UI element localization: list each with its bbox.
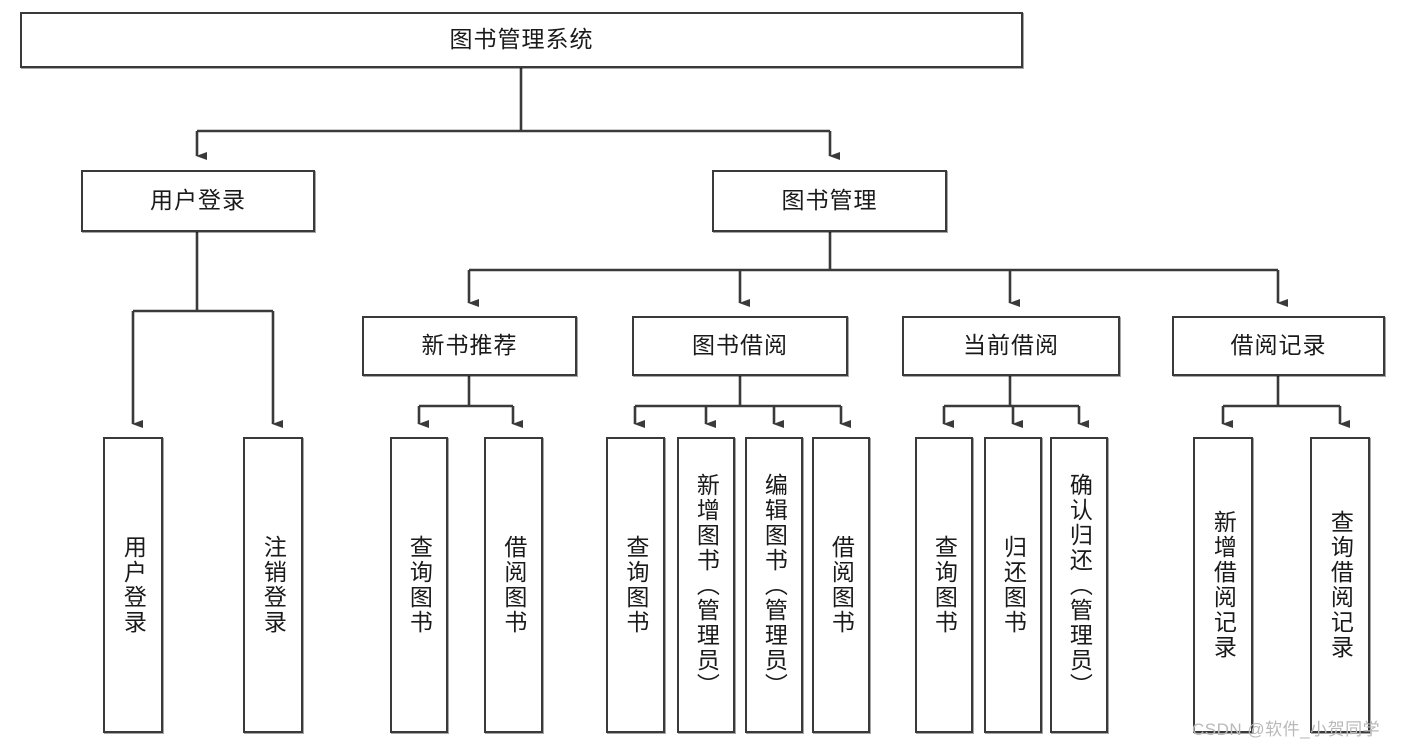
node-new-book-recommend[interactable]: 新书推荐 xyxy=(362,316,577,376)
edges-book-borrow-to-leaves xyxy=(633,376,851,428)
edges-new-book-recommend-to-leaves xyxy=(417,376,523,428)
node-current-borrow-label: 当前借阅 xyxy=(963,332,1059,359)
edges-root-to-level2 xyxy=(195,68,840,160)
node-book-management-label: 图书管理 xyxy=(781,187,878,214)
node-book-borrow-label: 图书借阅 xyxy=(692,332,788,359)
node-leaf-add-book-admin-label: 新增图书（管理员） xyxy=(693,472,720,698)
node-leaf-query-borrow-record[interactable]: 查询借阅记录 xyxy=(1310,437,1370,733)
node-leaf-borrow-book-recommend-label: 借阅图书 xyxy=(500,535,527,635)
node-leaf-logout[interactable]: 注销登录 xyxy=(243,437,303,733)
node-leaf-edit-book-admin[interactable]: 编辑图书（管理员） xyxy=(745,437,803,733)
edges-borrow-record-to-leaves xyxy=(1221,376,1350,428)
node-leaf-query-borrow-record-label: 查询借阅记录 xyxy=(1327,510,1354,660)
node-leaf-return-book[interactable]: 归还图书 xyxy=(984,437,1042,733)
node-book-borrow[interactable]: 图书借阅 xyxy=(632,316,848,376)
node-root-label: 图书管理系统 xyxy=(449,26,594,53)
node-leaf-confirm-return-admin-label: 确认归还（管理员） xyxy=(1066,472,1093,698)
node-leaf-add-borrow-record[interactable]: 新增借阅记录 xyxy=(1193,437,1253,733)
node-leaf-query-book-borrow[interactable]: 查询图书 xyxy=(606,437,665,733)
node-leaf-user-login[interactable]: 用户登录 xyxy=(103,437,163,733)
node-leaf-query-book-recommend-label: 查询图书 xyxy=(406,535,433,635)
node-leaf-logout-label: 注销登录 xyxy=(260,535,287,635)
node-leaf-borrow-book[interactable]: 借阅图书 xyxy=(812,437,870,733)
node-root[interactable]: 图书管理系统 xyxy=(20,12,1023,68)
watermark-text: CSDN @软件_小贺同学 xyxy=(1192,720,1381,739)
node-current-borrow[interactable]: 当前借阅 xyxy=(902,316,1120,376)
node-leaf-confirm-return-admin[interactable]: 确认归还（管理员） xyxy=(1050,437,1108,733)
node-leaf-edit-book-admin-label: 编辑图书（管理员） xyxy=(761,472,788,698)
node-user-login-label: 用户登录 xyxy=(150,187,246,214)
node-leaf-user-login-label: 用户登录 xyxy=(120,535,147,635)
node-leaf-borrow-book-recommend[interactable]: 借阅图书 xyxy=(484,437,543,733)
node-leaf-return-book-label: 归还图书 xyxy=(1000,535,1027,635)
node-leaf-query-book-borrow-label: 查询图书 xyxy=(622,535,649,635)
edges-user-login-to-leaves xyxy=(131,232,283,428)
edges-current-borrow-to-leaves xyxy=(942,376,1089,428)
node-leaf-add-book-admin[interactable]: 新增图书（管理员） xyxy=(677,437,735,733)
node-leaf-borrow-book-label: 借阅图书 xyxy=(828,535,855,635)
node-book-management[interactable]: 图书管理 xyxy=(712,170,947,232)
edges-book-management-to-level3 xyxy=(467,232,1288,307)
node-leaf-query-book-current-label: 查询图书 xyxy=(931,535,958,635)
node-leaf-add-borrow-record-label: 新增借阅记录 xyxy=(1210,510,1237,660)
node-leaf-query-book-recommend[interactable]: 查询图书 xyxy=(390,437,448,733)
node-leaf-query-book-current[interactable]: 查询图书 xyxy=(915,437,973,733)
node-user-login[interactable]: 用户登录 xyxy=(81,170,315,232)
node-new-book-recommend-label: 新书推荐 xyxy=(421,332,518,359)
node-borrow-record[interactable]: 借阅记录 xyxy=(1172,316,1385,376)
node-borrow-record-label: 借阅记录 xyxy=(1230,332,1327,359)
